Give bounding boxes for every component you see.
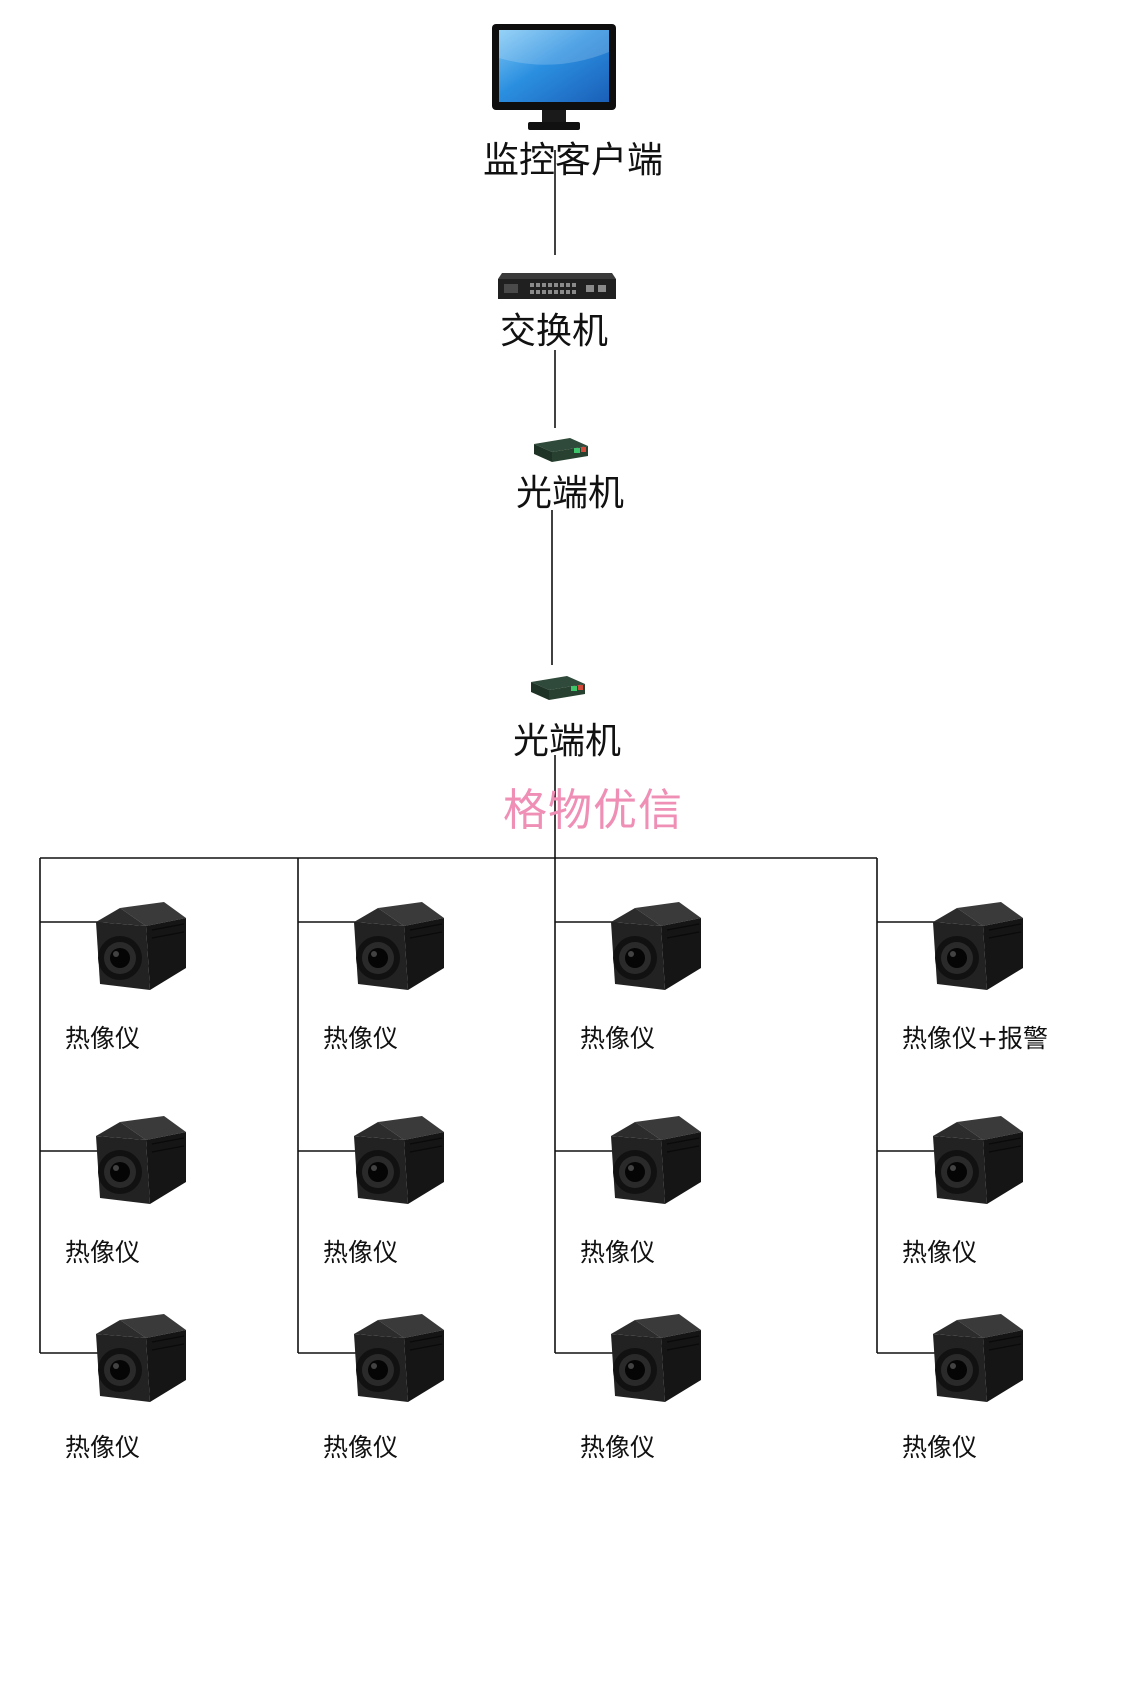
client-label: 监控客户端 (483, 140, 664, 181)
thermal-camera-label: 热像仪 (65, 1024, 141, 1053)
thermal-camera-label: 热像仪 (323, 1433, 399, 1462)
thermal-camera-label: 热像仪 (323, 1024, 399, 1053)
thermal-camera-icon (923, 1310, 1027, 1410)
switch-label: 交换机 (500, 311, 609, 352)
thermal-camera-icon (601, 1310, 705, 1410)
thermal-camera-icon (86, 1310, 190, 1410)
thermal-camera-label: 热像仪 (65, 1238, 141, 1267)
thermal-camera-icon (601, 1112, 705, 1212)
thermal-camera-icon (344, 898, 448, 998)
thermal-camera-label: 热像仪 (580, 1433, 656, 1462)
optical-transceiver-top-icon (530, 432, 590, 466)
thermal-camera-label: 热像仪 (580, 1238, 656, 1267)
optical-top-label: 光端机 (516, 473, 625, 514)
thermal-camera-icon (86, 1112, 190, 1212)
thermal-camera-icon (923, 898, 1027, 998)
thermal-camera-label: 热像仪 (65, 1433, 141, 1462)
optical-bottom-label: 光端机 (513, 721, 622, 762)
thermal-camera-icon (601, 898, 705, 998)
thermal-camera-icon (344, 1112, 448, 1212)
optical-transceiver-bottom-icon (527, 670, 587, 704)
thermal-camera-icon (344, 1310, 448, 1410)
thermal-camera-label: 热像仪 (580, 1024, 656, 1053)
thermal-camera-label: 热像仪 (323, 1238, 399, 1267)
thermal-camera-icon (923, 1112, 1027, 1212)
watermark: 格物优信 (503, 785, 683, 836)
monitor-icon (490, 22, 618, 134)
thermal-camera-label: 热像仪 (902, 1238, 978, 1267)
network-switch-icon (496, 263, 618, 305)
thermal-camera-label: 热像仪 (902, 1433, 978, 1462)
thermal-camera-label: 热像仪+报警 (902, 1024, 1048, 1053)
thermal-camera-icon (86, 898, 190, 998)
